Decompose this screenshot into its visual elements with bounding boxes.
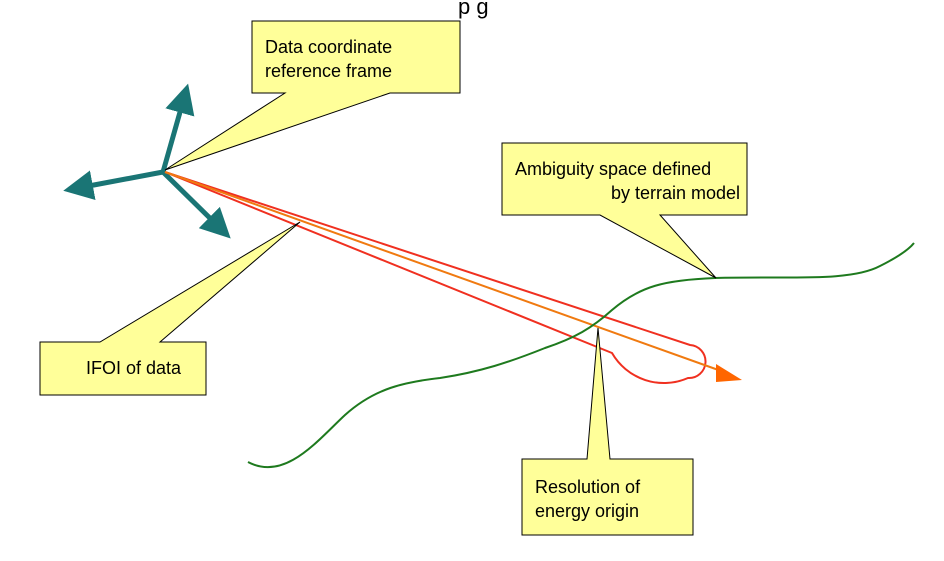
axis-down-arrow (161, 170, 231, 239)
callout-resolution-line2: energy origin (535, 501, 639, 521)
callout-ambiguity-line1: Ambiguity space defined (515, 159, 711, 179)
terrain-curve (247, 242, 915, 469)
ifov-beam-outline (164, 171, 707, 385)
axis-up-arrow (160, 83, 195, 173)
callout-ambiguity-line2: by terrain model (611, 183, 740, 203)
callout-resolution-line1: Resolution of (535, 477, 641, 497)
axis-left-arrow (63, 169, 164, 200)
ray-arrowhead (716, 364, 742, 382)
callout-resolution (521, 327, 694, 536)
callout-reference-frame-line2: reference frame (265, 61, 392, 81)
callout-ambiguity (501, 142, 748, 279)
central-ray (164, 171, 725, 373)
callout-ifoi-text: IFOI of data (86, 358, 182, 378)
header-fragment: p g (458, 0, 489, 19)
callout-ifoi (39, 221, 301, 396)
callout-reference-frame (164, 20, 461, 171)
callout-reference-frame-line1: Data coordinate (265, 37, 392, 57)
coordinate-frame-axes (63, 83, 231, 239)
